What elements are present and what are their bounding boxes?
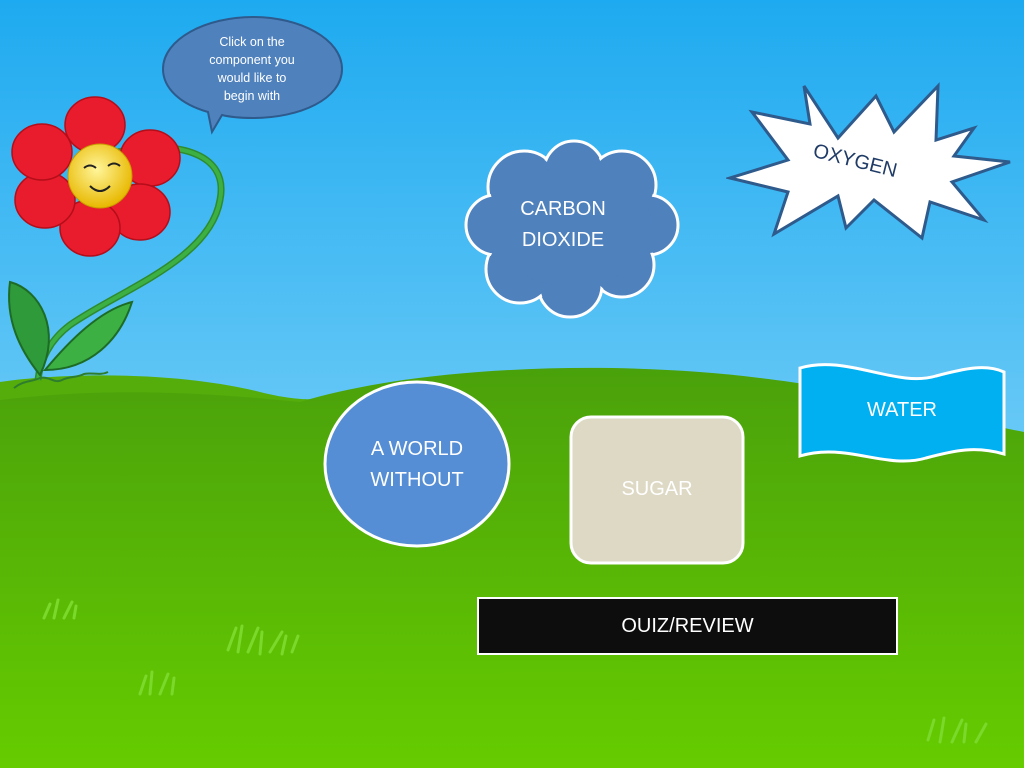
water-label[interactable]: WATER — [867, 399, 937, 421]
quiz-review-label: OUIZ/REVIEW — [621, 614, 754, 637]
world-without-button[interactable] — [322, 380, 512, 550]
water-button[interactable] — [796, 358, 1008, 468]
hill-main — [0, 367, 1024, 768]
flower-icon — [8, 96, 225, 389]
sugar-label[interactable]: SUGAR — [621, 478, 693, 500]
carbon-dioxide-line-2: DIOXIDE — [521, 229, 605, 251]
grass-tuft-icon — [42, 598, 988, 744]
world-without-line-1: A WORLD — [370, 438, 464, 460]
speech-bubble-text: Click on the component you would like to… — [196, 33, 308, 105]
quiz-review-button[interactable]: OUIZ/REVIEW — [477, 597, 898, 655]
speech-bubble-shape — [161, 15, 344, 135]
world-without-label[interactable]: A WORLD WITHOUT — [336, 434, 498, 496]
speech-line-3: would like to — [217, 71, 287, 85]
speech-line-1: Click on the — [219, 35, 285, 49]
sugar-button[interactable] — [568, 414, 746, 566]
carbon-dioxide-button[interactable] — [462, 135, 682, 321]
world-without-line-2: WITHOUT — [370, 469, 464, 491]
oxygen-button[interactable] — [726, 82, 1012, 242]
carbon-dioxide-line-1: CARBON — [520, 198, 606, 220]
speech-line-4: begin with — [223, 89, 281, 103]
speech-line-2: component you — [209, 53, 295, 67]
carbon-dioxide-label[interactable]: CARBON DIOXIDE — [490, 194, 636, 256]
